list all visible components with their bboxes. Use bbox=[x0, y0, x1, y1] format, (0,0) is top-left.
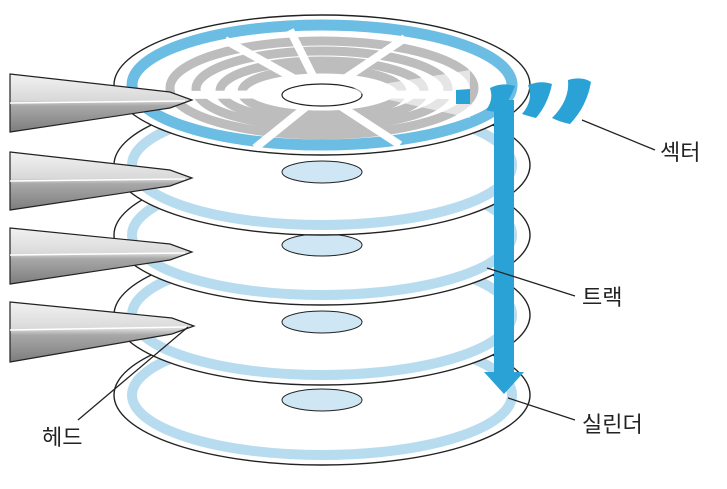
read-write-heads bbox=[9, 73, 196, 363]
cylinder-arrow bbox=[484, 100, 524, 394]
sector-leader bbox=[581, 119, 656, 151]
track-leader bbox=[486, 267, 576, 297]
track-label: 트랙 bbox=[582, 286, 622, 311]
head-arm-3 bbox=[9, 227, 194, 285]
head-arm-2 bbox=[9, 151, 194, 211]
cylinder-leader bbox=[507, 397, 576, 421]
head-label: 헤드 bbox=[42, 426, 82, 451]
head-arm-1 bbox=[9, 73, 194, 133]
cylinder-label: 실린더 bbox=[582, 413, 643, 438]
leader-lines bbox=[77, 119, 656, 421]
head-leader bbox=[77, 326, 189, 421]
sector-blocks bbox=[456, 78, 591, 124]
head-arm-4 bbox=[9, 301, 196, 363]
sector-label: 섹터 bbox=[660, 141, 700, 166]
top-platter bbox=[113, 14, 531, 156]
